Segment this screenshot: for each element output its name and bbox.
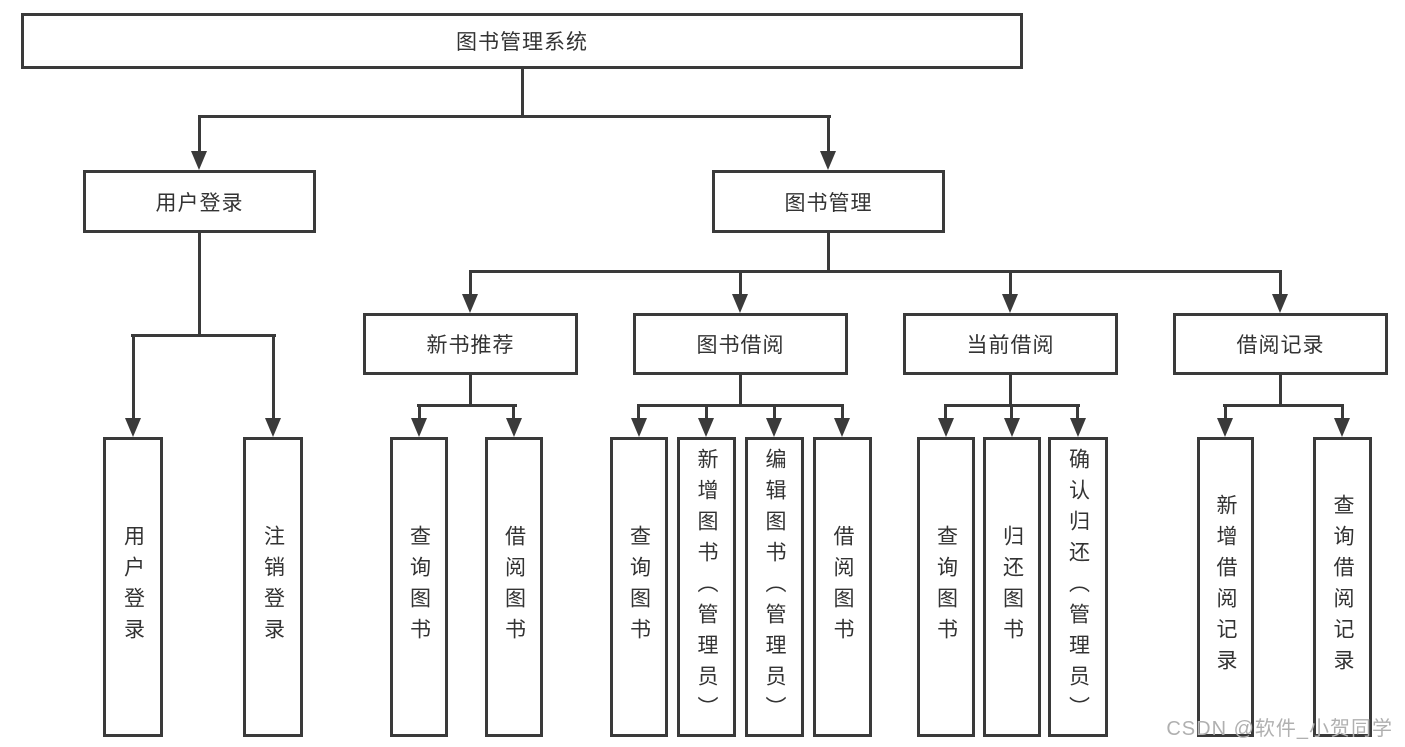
arrowhead-cb-confirm bbox=[1070, 418, 1086, 437]
arrowhead-new-book bbox=[462, 294, 478, 313]
leaf-user-login-label: 用户登录 bbox=[121, 525, 145, 649]
leaf-cb-return-books: 归还图书 bbox=[983, 437, 1041, 737]
connector-bb-query-shaft bbox=[637, 404, 640, 420]
connector-br-query-shaft bbox=[1341, 404, 1344, 420]
node-user-login: 用户登录 bbox=[83, 170, 316, 233]
leaf-br-query-record-label: 查询借阅记录 bbox=[1331, 494, 1354, 680]
node-current-borrowing-label: 当前借阅 bbox=[966, 334, 1055, 357]
arrowhead-borrow-records bbox=[1272, 294, 1288, 313]
leaf-cb-return-books-label: 归还图书 bbox=[1000, 525, 1024, 649]
leaf-bb-add-books-admin: 新增图书（管理员） bbox=[677, 437, 736, 737]
node-new-book-recommend: 新书推荐 bbox=[363, 313, 578, 375]
node-borrowing-records: 借阅记录 bbox=[1173, 313, 1388, 375]
leaf-cb-query-books: 查询图书 bbox=[917, 437, 975, 737]
leaf-bb-add-books-admin-label: 新增图书（管理员） bbox=[695, 447, 718, 727]
leaf-br-add-record-label: 新增借阅记录 bbox=[1214, 494, 1237, 680]
connector-new-book-crossbar bbox=[417, 404, 517, 407]
arrowhead-current-borrow bbox=[1002, 294, 1018, 313]
connector-user-login-shaft bbox=[198, 115, 201, 155]
leaf-rec-query-books-label: 查询图书 bbox=[407, 525, 431, 649]
leaf-cb-confirm-return-admin-label: 确认归还（管理员） bbox=[1066, 447, 1090, 727]
arrowhead-bb-add bbox=[698, 418, 714, 437]
connector-cb-confirm-shaft bbox=[1076, 404, 1079, 420]
arrowhead-br-query bbox=[1334, 418, 1350, 437]
leaf-rec-query-books: 查询图书 bbox=[390, 437, 448, 737]
connector-current-borrow-shaft bbox=[1009, 270, 1012, 296]
connector-borrow-records-stem bbox=[1279, 375, 1282, 407]
leaf-logout: 注销登录 bbox=[243, 437, 303, 737]
leaf-bb-edit-books-admin: 编辑图书（管理员） bbox=[745, 437, 804, 737]
connector-user-login-stem bbox=[198, 233, 201, 336]
connector-br-add-shaft bbox=[1224, 404, 1227, 420]
connector-bb-borrow-shaft bbox=[841, 404, 844, 420]
node-library-system: 图书管理系统 bbox=[21, 13, 1023, 69]
node-library-system-label: 图书管理系统 bbox=[456, 31, 588, 54]
leaf-cb-query-books-label: 查询图书 bbox=[934, 525, 958, 649]
connector-cb-query-shaft bbox=[944, 404, 947, 420]
leaf-bb-borrow-books-label: 借阅图书 bbox=[831, 525, 854, 649]
connector-root-stem bbox=[521, 69, 524, 118]
connector-cb-return-shaft bbox=[1010, 404, 1013, 420]
leaf-bb-query-books-label: 查询图书 bbox=[627, 525, 651, 649]
arrowhead-book-mgmt bbox=[820, 151, 836, 170]
arrowhead-user-login bbox=[191, 151, 207, 170]
arrowhead-bb-borrow bbox=[834, 418, 850, 437]
connector-book-borrow-shaft bbox=[739, 270, 742, 296]
node-user-login-label: 用户登录 bbox=[155, 191, 244, 215]
node-current-borrowing: 当前借阅 bbox=[903, 313, 1118, 375]
node-borrowing-records-label: 借阅记录 bbox=[1236, 334, 1325, 357]
node-new-book-recommend-label: 新书推荐 bbox=[426, 334, 515, 357]
connector-bb-edit-shaft bbox=[773, 404, 776, 420]
arrowhead-cb-return bbox=[1004, 418, 1020, 437]
leaf-br-add-record: 新增借阅记录 bbox=[1197, 437, 1254, 737]
connector-leaf-login-shaft bbox=[132, 334, 135, 420]
connector-rec-query-shaft bbox=[418, 404, 421, 420]
connector-new-book-shaft bbox=[469, 270, 472, 296]
leaf-user-login: 用户登录 bbox=[103, 437, 163, 737]
connector-borrow-records-crossbar bbox=[1223, 404, 1344, 407]
connector-root-crossbar bbox=[198, 115, 831, 118]
arrowhead-br-add bbox=[1217, 418, 1233, 437]
leaf-bb-edit-books-admin-label: 编辑图书（管理员） bbox=[763, 447, 786, 727]
connector-new-book-stem bbox=[469, 375, 472, 407]
arrowhead-leaf-login bbox=[125, 418, 141, 437]
connector-book-mgmt-shaft bbox=[827, 115, 830, 155]
connector-rec-borrow-shaft bbox=[512, 404, 515, 420]
connector-book-borrow-stem bbox=[739, 375, 742, 407]
connector-book-borrow-crossbar bbox=[637, 404, 844, 407]
leaf-bb-query-books: 查询图书 bbox=[610, 437, 668, 737]
leaf-bb-borrow-books: 借阅图书 bbox=[813, 437, 872, 737]
leaf-rec-borrow-books: 借阅图书 bbox=[485, 437, 543, 737]
arrowhead-cb-query bbox=[938, 418, 954, 437]
node-book-borrowing-label: 图书借阅 bbox=[696, 334, 785, 357]
connector-bb-add-shaft bbox=[705, 404, 708, 420]
arrowhead-rec-borrow bbox=[506, 418, 522, 437]
connector-book-mgmt-crossbar bbox=[469, 270, 1282, 273]
csdn-watermark: CSDN @软件_小贺同学 bbox=[1166, 718, 1393, 740]
arrowhead-leaf-logout bbox=[265, 418, 281, 437]
connector-leaf-logout-shaft bbox=[272, 334, 275, 420]
connector-borrow-records-shaft bbox=[1279, 270, 1282, 296]
connector-user-login-crossbar bbox=[131, 334, 276, 337]
connector-current-borrow-stem bbox=[1009, 375, 1012, 407]
leaf-rec-borrow-books-label: 借阅图书 bbox=[502, 525, 526, 649]
leaf-br-query-record: 查询借阅记录 bbox=[1313, 437, 1372, 737]
arrowhead-bb-query bbox=[631, 418, 647, 437]
arrowhead-rec-query bbox=[411, 418, 427, 437]
leaf-cb-confirm-return-admin: 确认归还（管理员） bbox=[1048, 437, 1108, 737]
connector-book-mgmt-stem bbox=[827, 233, 830, 273]
leaf-logout-label: 注销登录 bbox=[261, 525, 285, 649]
arrowhead-book-borrow bbox=[732, 294, 748, 313]
node-book-borrowing: 图书借阅 bbox=[633, 313, 848, 375]
arrowhead-bb-edit bbox=[766, 418, 782, 437]
node-book-management-label: 图书管理 bbox=[784, 191, 873, 215]
node-book-management: 图书管理 bbox=[712, 170, 945, 233]
